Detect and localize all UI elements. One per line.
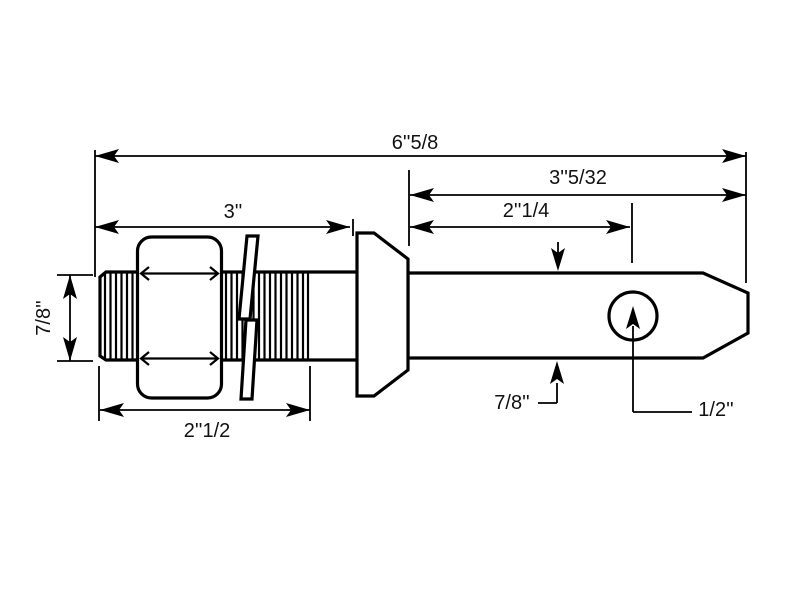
dim-shoulder-to-hole-label: 2''1/4 xyxy=(503,200,550,222)
thread-break-bar-lower xyxy=(239,318,259,401)
extension-lines xyxy=(57,150,747,421)
arrowhead-right-icon xyxy=(722,149,746,163)
arrowhead-right-icon xyxy=(722,188,746,202)
arrowhead-right-icon xyxy=(606,220,630,234)
arrowhead-down-icon xyxy=(551,248,565,271)
arrowhead-right-icon xyxy=(326,220,350,234)
dim-thread-diameter: 7/8'' xyxy=(33,275,77,361)
dim-thread-section: 3'' xyxy=(95,201,350,234)
arrowhead-right-icon xyxy=(286,403,310,417)
pin-body xyxy=(406,271,750,360)
thread-break-bar-upper xyxy=(237,234,260,321)
shoulder-flange xyxy=(355,231,410,398)
dim-overall-length-label: 6''5/8 xyxy=(392,132,439,154)
pin-part xyxy=(98,231,750,401)
dim-thread-section-label: 3'' xyxy=(224,201,243,223)
dim-shoulder-to-hole: 2''1/4 xyxy=(410,200,630,234)
thread-lines-left xyxy=(103,273,134,359)
callout-pin-diameter-lower-shaft xyxy=(538,383,558,404)
dim-nut-thread-length-label: 2''1/2 xyxy=(184,420,231,442)
callout-hole-diameter-label: 1/2'' xyxy=(698,399,733,421)
callout-pin-diameter-label: 7/8'' xyxy=(494,392,529,414)
dim-shoulder-to-tip-label: 3''5/32 xyxy=(549,167,607,189)
dim-nut-thread-length: 2''1/2 xyxy=(100,403,310,442)
arrowhead-left-icon xyxy=(100,403,124,417)
callout-hole-diameter-leader xyxy=(632,326,692,413)
callout-pin-diameter: 7/8'' xyxy=(494,242,565,414)
hex-nut-body xyxy=(135,235,224,400)
arrowhead-left-icon xyxy=(95,149,119,163)
arrowhead-down-icon xyxy=(63,337,77,361)
arrowhead-left-icon xyxy=(410,188,434,202)
arrowhead-up-icon xyxy=(626,306,640,329)
arrowhead-up-icon xyxy=(550,361,564,384)
callout-hole-diameter: 1/2'' xyxy=(626,306,734,421)
arrowhead-left-icon xyxy=(95,220,119,234)
arrowhead-up-icon xyxy=(63,275,77,299)
hex-nut-facet-lines xyxy=(141,272,218,360)
dim-thread-diameter-label: 7/8'' xyxy=(33,300,55,335)
hex-nut-corner-chevrons xyxy=(139,266,220,366)
dim-overall-length: 6''5/8 xyxy=(95,132,746,163)
dim-shoulder-to-tip: 3''5/32 xyxy=(410,167,746,202)
arrowhead-left-icon xyxy=(410,220,434,234)
